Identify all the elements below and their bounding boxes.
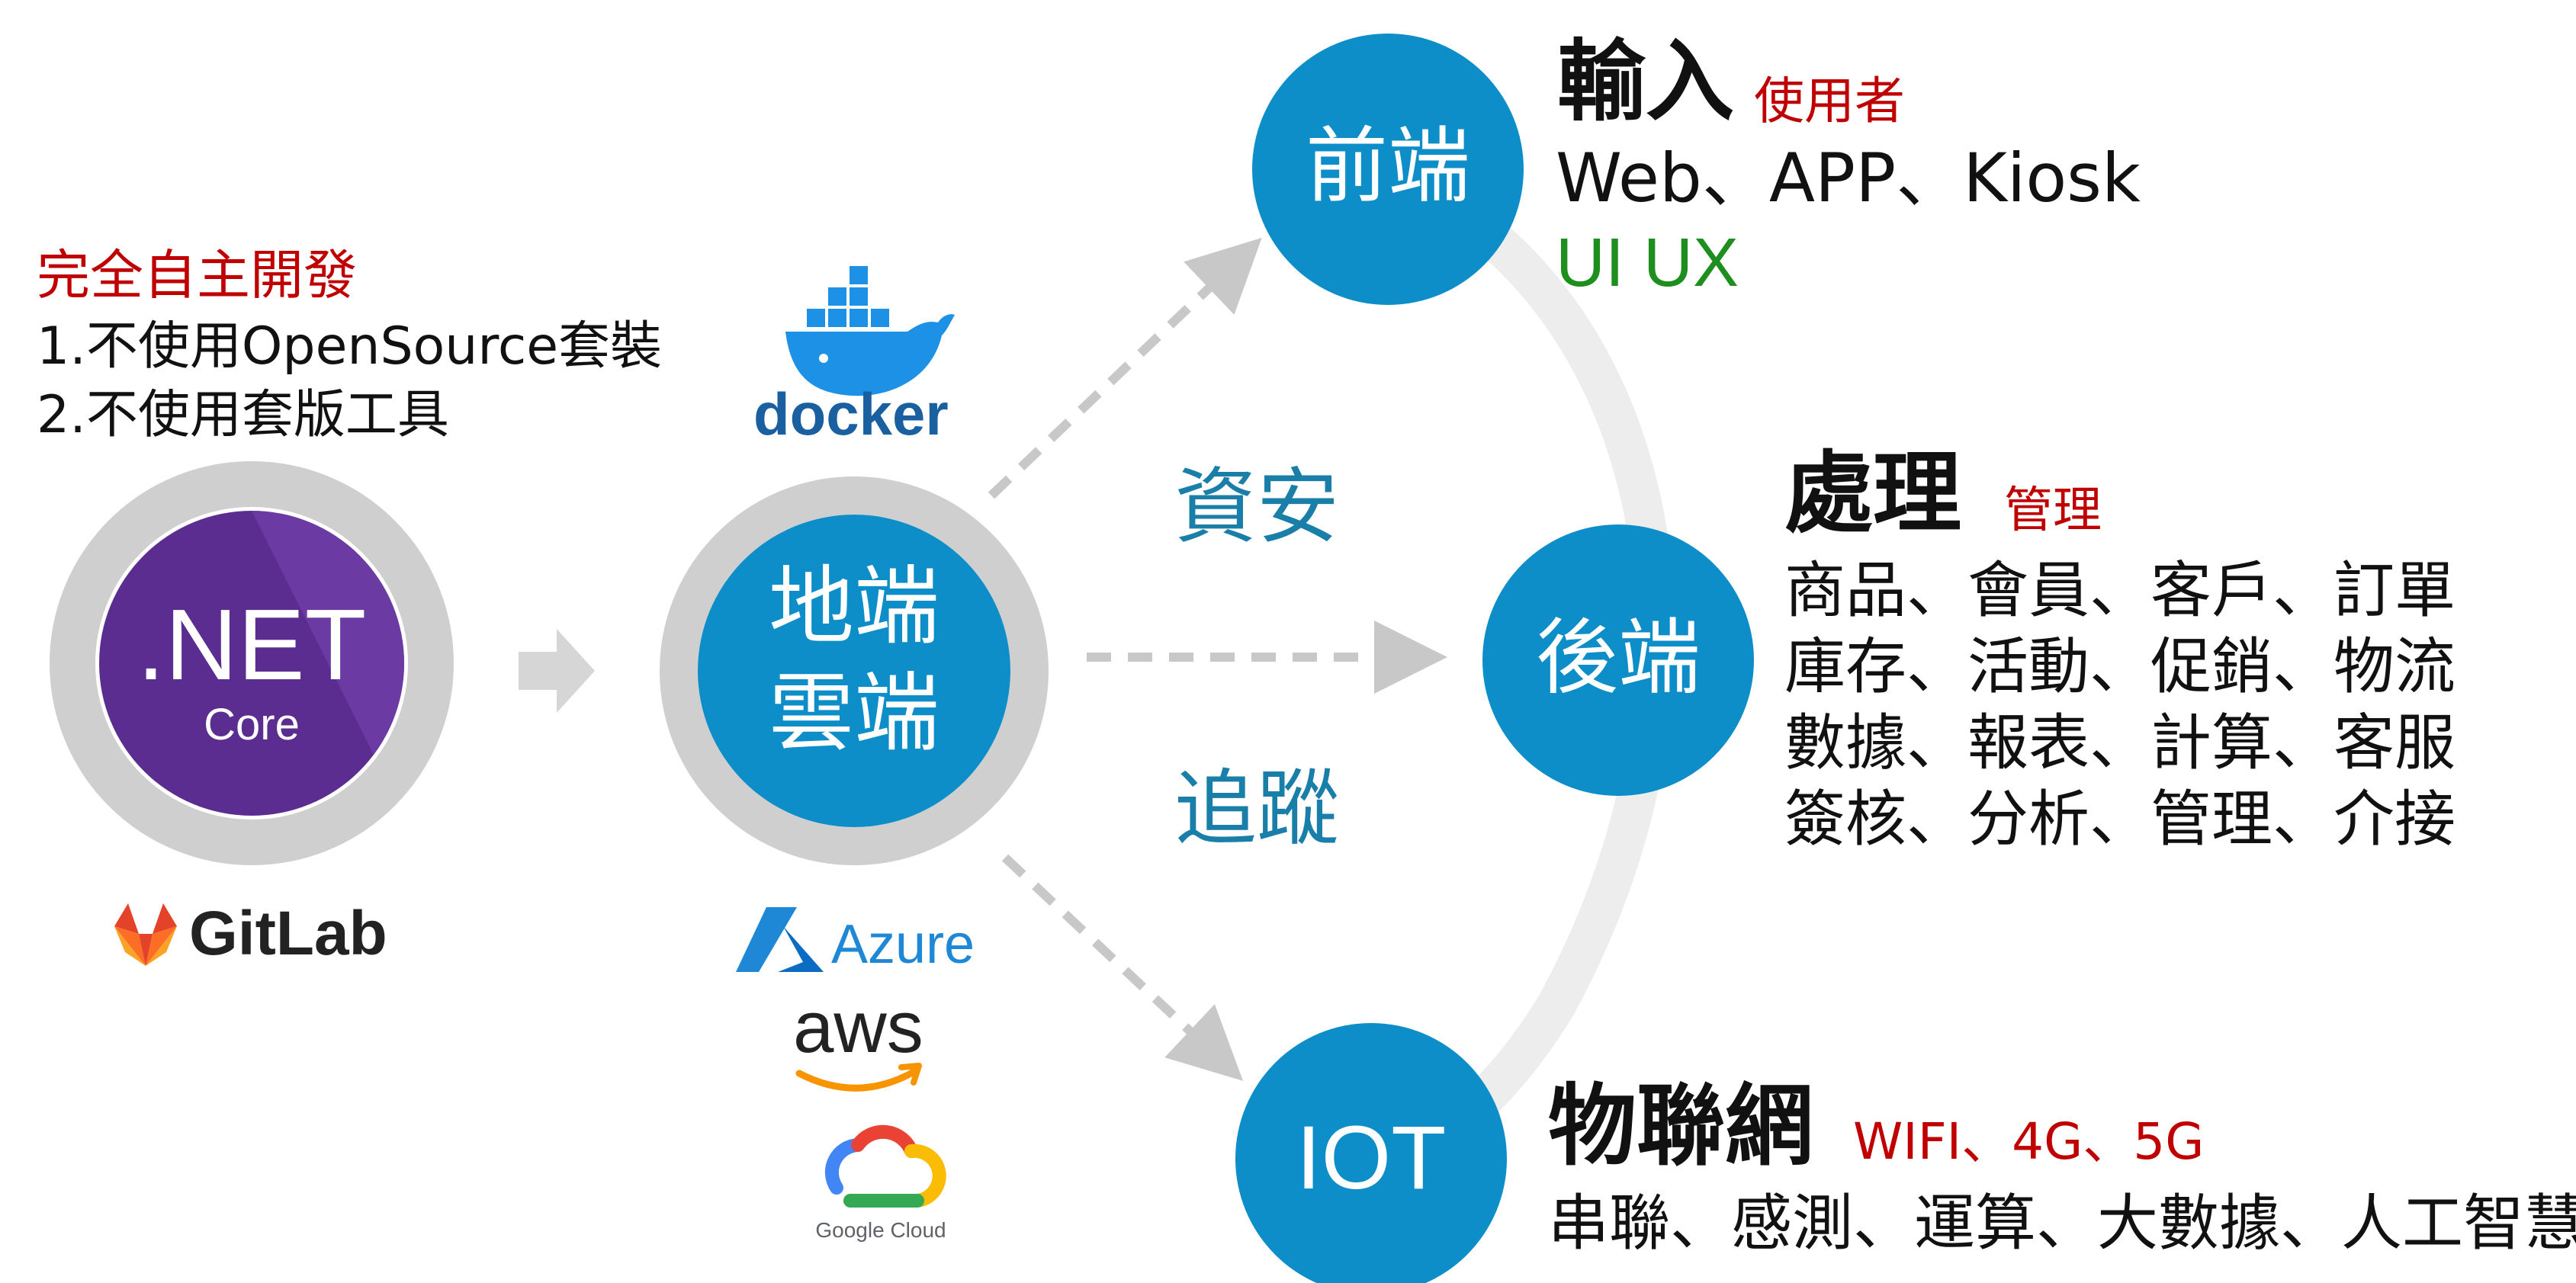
arrow-to-frontend: [988, 237, 1262, 499]
google-cloud-label: Google Cloud: [815, 1218, 946, 1242]
edge-label-security: 資安: [1174, 460, 1340, 555]
frontend-node-label: 前端: [1305, 119, 1470, 214]
backend-line-1: 商品、會員、客戶、訂單: [1784, 555, 2456, 626]
iot-title: 物聯網: [1548, 1075, 1813, 1178]
iot-node: [1235, 1023, 1507, 1283]
google-cloud-icon: [824, 1124, 946, 1208]
left-notes-heading: 完全自主開發: [37, 244, 357, 306]
gitlab-label: GitLab: [189, 899, 387, 968]
dotnet-subtitle: Core: [204, 700, 300, 749]
backend-node-label: 後端: [1535, 611, 1701, 706]
cloud-hub-line-1: 地端: [769, 557, 940, 656]
backend-node: [1482, 524, 1754, 796]
arrow-to-iot: [1001, 854, 1243, 1081]
dotnet-core-logo: [50, 461, 454, 865]
docker-whale-icon: [785, 266, 955, 396]
aws-smile-icon: [795, 1063, 922, 1092]
frontend-node: [1252, 34, 1524, 305]
left-notes-line-2: 2.不使用套版工具: [37, 385, 449, 445]
iot-line-1: 串聯、感測、運算、大數據、人工智慧: [1548, 1188, 2576, 1259]
backend-tag: 管理: [2004, 483, 2102, 539]
azure-icon: [736, 907, 824, 972]
backend-line-2: 庫存、活動、促銷、物流: [1784, 631, 2456, 702]
aws-label: aws: [793, 986, 923, 1068]
docker-label: docker: [753, 380, 949, 447]
left-notes-line-1: 1.不使用OpenSource套裝: [37, 316, 663, 377]
azure-label: Azure: [831, 914, 975, 975]
gitlab-fox-icon: [114, 903, 177, 966]
frontend-line-2: UI UX: [1556, 225, 1739, 301]
iot-node-label: IOT: [1296, 1108, 1447, 1208]
frontend-line-1: Web、APP、Kiosk: [1556, 139, 2141, 217]
cloud-hub-node: [660, 476, 1049, 865]
edge-label-tracking: 追蹤: [1174, 762, 1340, 857]
dotnet-title: .NET: [137, 589, 367, 701]
frontend-tag: 使用者: [1754, 72, 1905, 130]
flow-arrow-right: [519, 629, 595, 713]
backend-line-3: 數據、報表、計算、客服: [1784, 707, 2456, 778]
backend-title: 處理: [1784, 442, 1961, 545]
cloud-hub-line-2: 雲端: [769, 664, 940, 763]
backend-line-4: 簽核、分析、管理、介接: [1784, 784, 2456, 855]
iot-tag: WIFI、4G、5G: [1853, 1112, 2205, 1171]
frontend-title: 輸入: [1557, 30, 1734, 133]
